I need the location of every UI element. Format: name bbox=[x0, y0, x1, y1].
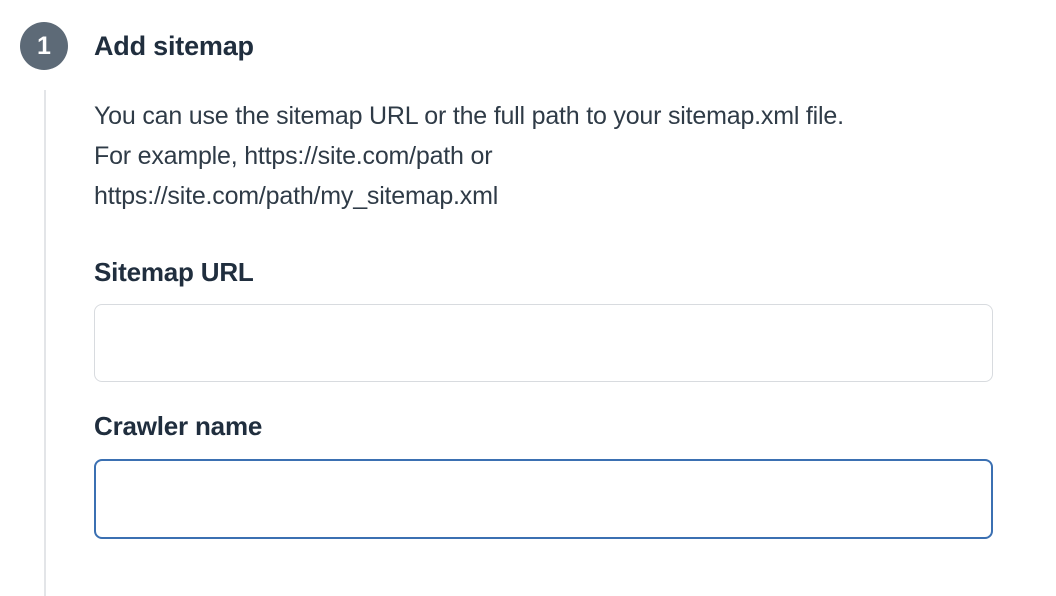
crawler-name-label: Crawler name bbox=[94, 411, 263, 441]
sitemap-url-label: Sitemap URL bbox=[94, 257, 254, 287]
crawler-name-input[interactable] bbox=[94, 459, 993, 539]
step-connector-line bbox=[44, 90, 46, 596]
step-header: 1 Add sitemap bbox=[0, 0, 1056, 70]
sitemap-url-input[interactable] bbox=[94, 304, 993, 382]
step-number: 1 bbox=[37, 31, 51, 60]
step-title: Add sitemap bbox=[94, 30, 254, 61]
step-description: You can use the sitemap URL or the full … bbox=[94, 102, 844, 210]
step-number-badge: 1 bbox=[20, 22, 68, 70]
step-content: You can use the sitemap URL or the full … bbox=[94, 96, 993, 539]
